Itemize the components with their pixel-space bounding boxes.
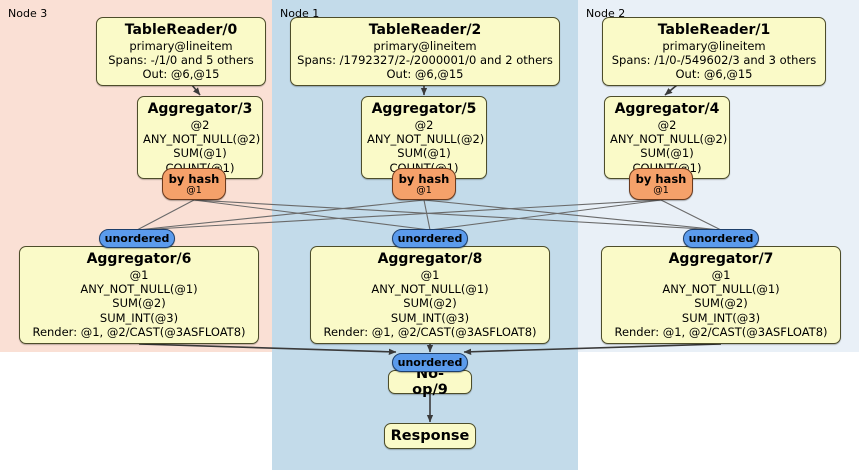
table-reader-0-line: Spans: -/1/0 and 5 others [108,53,254,68]
hash-router-aggregator-5-column: @1 [416,184,432,196]
aggregator-8-line: SUM_INT(@3) [390,310,470,325]
aggregator-8-title: Aggregator/8 [377,251,483,267]
node-panel-label-node3: Node 3 [8,7,48,20]
aggregator-7-line: ANY_NOT_NULL(@1) [662,282,780,297]
hash-router-aggregator-3-column: @1 [186,184,202,196]
aggregator-3[interactable]: Aggregator/3@2ANY_NOT_NULL(@2)SUM(@1)COU… [137,96,263,179]
aggregator-7-line: Render: @1, @2/CAST(@3ASFLOAT8) [614,324,828,339]
aggregator-7-line: @1 [711,268,731,282]
response[interactable]: Response [384,423,476,449]
aggregator-4-line: SUM(@1) [640,146,694,161]
aggregator-6-line: SUM_INT(@3) [99,310,179,325]
table-reader-1-line: Out: @6,@15 [675,67,753,82]
table-reader-2-line: Out: @6,@15 [386,67,464,82]
hash-router-aggregator-4-column: @1 [653,184,669,196]
node-panel-label-node2: Node 2 [586,7,626,20]
aggregator-8-line: SUM(@2) [403,296,457,311]
aggregator-4[interactable]: Aggregator/4@2ANY_NOT_NULL(@2)SUM(@1)COU… [604,96,730,179]
aggregator-3-line: @2 [190,118,210,132]
aggregator-8-line: @1 [420,268,440,282]
aggregator-4-title: Aggregator/4 [614,101,720,117]
aggregator-6-line: ANY_NOT_NULL(@1) [80,282,198,297]
aggregator-3-line: ANY_NOT_NULL(@2) [143,132,261,147]
aggregator-4-line: ANY_NOT_NULL(@2) [610,132,728,147]
aggregator-5-line: @2 [414,118,434,132]
hash-router-aggregator-4[interactable]: by hash@1 [629,168,693,200]
sync-unordered-no-op-9[interactable]: unordered [392,353,468,372]
aggregator-6-title: Aggregator/6 [86,251,192,267]
sync-unordered-aggregator-6[interactable]: unordered [99,229,175,248]
aggregator-6-line: Render: @1, @2/CAST(@3ASFLOAT8) [32,324,246,339]
aggregator-4-line: @2 [657,118,677,132]
table-reader-1-title: TableReader/1 [657,22,771,38]
aggregator-8-line: ANY_NOT_NULL(@1) [371,282,489,297]
sync-unordered-aggregator-8[interactable]: unordered [392,229,468,248]
sync-unordered-no-op-9-label: unordered [397,355,463,369]
hash-router-aggregator-5[interactable]: by hash@1 [392,168,456,200]
table-reader-2-line: Spans: /1792327/2-/2000001/0 and 2 other… [297,53,553,68]
aggregator-7-title: Aggregator/7 [668,251,774,267]
hash-router-aggregator-3[interactable]: by hash@1 [162,168,226,200]
aggregator-5-line: ANY_NOT_NULL(@2) [367,132,485,147]
aggregator-8-line: Render: @1, @2/CAST(@3ASFLOAT8) [323,324,537,339]
aggregator-3-line: SUM(@1) [173,146,227,161]
aggregator-6-line: @1 [129,268,149,282]
table-reader-1-line: Spans: /1/0-/549602/3 and 3 others [611,53,817,68]
no-op-9[interactable]: No-op/9 [388,366,472,398]
table-reader-0-line: Out: @6,@15 [142,67,220,82]
sync-unordered-aggregator-6-label: unordered [104,231,170,245]
aggregator-7-line: SUM_INT(@3) [681,310,761,325]
response-title: Response [390,428,470,444]
aggregator-6-line: SUM(@2) [112,296,166,311]
node-panel-label-node1: Node 1 [280,7,320,20]
hash-router-aggregator-5-label: by hash [398,171,450,186]
table-reader-0-line: primary@lineitem [129,39,233,53]
aggregator-7-line: SUM(@2) [694,296,748,311]
aggregator-3-title: Aggregator/3 [147,101,253,117]
sync-unordered-aggregator-8-label: unordered [397,231,463,245]
aggregator-5[interactable]: Aggregator/5@2ANY_NOT_NULL(@2)SUM(@1)COU… [361,96,487,179]
table-reader-0-title: TableReader/0 [124,22,238,38]
hash-router-aggregator-3-label: by hash [168,171,220,186]
table-reader-2-title: TableReader/2 [368,22,482,38]
aggregator-5-title: Aggregator/5 [371,101,477,117]
table-reader-1-line: primary@lineitem [662,39,766,53]
aggregator-5-line: SUM(@1) [397,146,451,161]
sync-unordered-aggregator-7[interactable]: unordered [683,229,759,248]
table-reader-2-line: primary@lineitem [373,39,477,53]
hash-router-aggregator-4-label: by hash [635,171,687,186]
sync-unordered-aggregator-7-label: unordered [688,231,754,245]
